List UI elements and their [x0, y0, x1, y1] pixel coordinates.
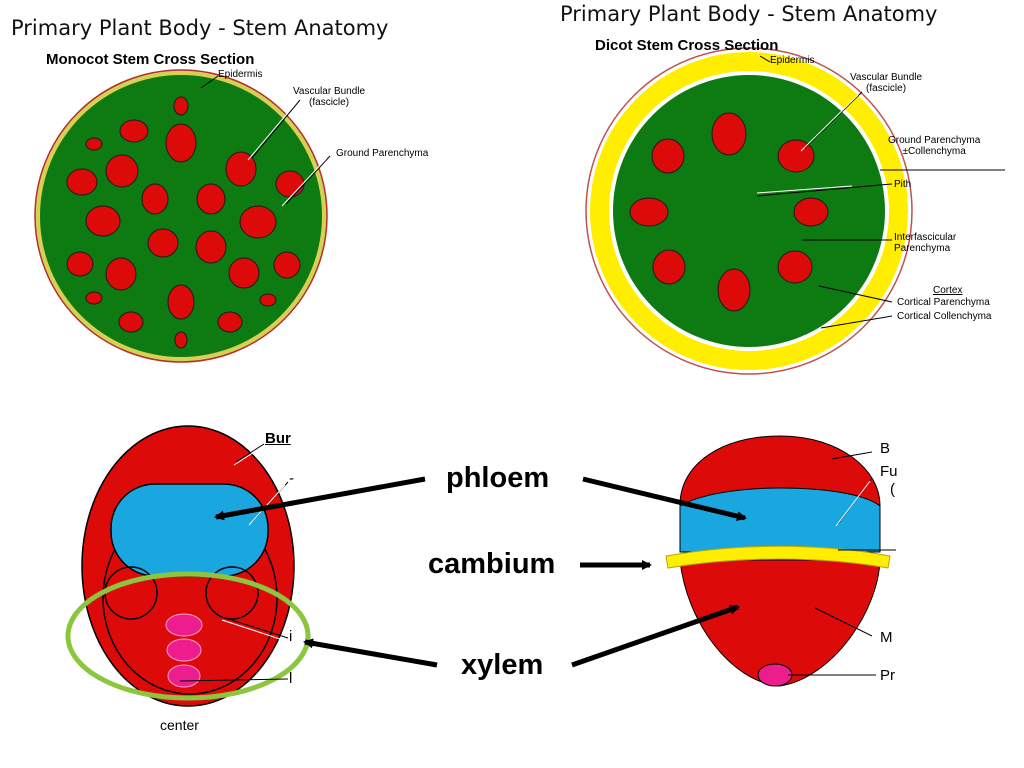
vascular-bundle	[239, 205, 277, 239]
right-bundle-label-b: B	[880, 440, 891, 457]
monocot-label-epidermis: Epidermis	[218, 69, 263, 80]
vascular-bundle	[174, 331, 188, 349]
dicot-title: Dicot Stem Cross Section	[595, 37, 779, 54]
protoxylem-cell	[165, 613, 203, 637]
dicot-leader-lines	[756, 55, 1005, 329]
phloem-arrow-right	[582, 476, 747, 521]
pointer-arrows	[214, 476, 747, 668]
xylem-arrow-right	[571, 604, 740, 668]
dicot-label-interfascicular: Interfascicular Parenchyma	[894, 232, 957, 254]
vascular-bundle	[651, 138, 685, 174]
right-bundle-label-pr: Pr	[880, 667, 895, 684]
vascular-bundle	[105, 154, 139, 188]
right-bundle-label-me: M	[880, 629, 893, 646]
xylem-highlight-ellipse	[65, 571, 311, 701]
monocot-bundle-closeup	[65, 425, 311, 707]
vascular-bundle	[652, 249, 686, 285]
phloem-label: phloem	[446, 462, 550, 494]
vascular-bundle	[167, 284, 195, 320]
xylem-label: xylem	[461, 649, 544, 681]
monocot-label-ground-parenchyma: Ground Parenchyma	[336, 148, 429, 159]
left-bundle-label-i: i	[289, 628, 293, 645]
dicot-label-epidermis: Epidermis	[770, 55, 815, 66]
xylem-arrow-left	[303, 638, 438, 668]
monocot-label-vascular-bundle: Vascular Bundle (fascicle)	[293, 86, 366, 108]
monocot-leader-lines	[200, 75, 331, 205]
vascular-bundle	[273, 251, 301, 279]
monocot-cross-section	[34, 69, 331, 363]
vascular-bundle	[85, 291, 103, 305]
vascular-bundle	[118, 311, 144, 333]
vascular-bundle	[717, 268, 751, 312]
vascular-bundle	[777, 250, 813, 284]
dicot-label-ground-parenchyma: Ground Parenchyma ±Collenchyma	[888, 135, 981, 157]
dicot-label-cortex: Cortex	[933, 285, 963, 296]
cambium-label: cambium	[428, 548, 556, 580]
left-bundle-label-l: l	[289, 670, 293, 687]
vascular-bundle	[275, 170, 305, 198]
dicot-bundle-closeup	[665, 435, 896, 687]
vascular-bundle	[141, 183, 169, 215]
slide-title-left: Primary Plant Body - Stem Anatomy	[11, 16, 389, 40]
vascular-bundle	[119, 119, 149, 143]
vascular-bundle	[195, 230, 227, 264]
vascular-bundle	[66, 168, 98, 196]
dicot-cross-section	[585, 47, 1005, 375]
vascular-bundle	[793, 197, 829, 227]
vascular-bundle	[105, 257, 137, 291]
vascular-bundle	[711, 112, 747, 156]
protoxylem-cell	[166, 638, 202, 662]
right-bundle-label-fu: Fu	[880, 463, 898, 480]
vascular-bundle	[629, 197, 669, 227]
phloem-arrow-left	[214, 476, 426, 521]
left-bundle-label-right-top: -	[289, 470, 294, 487]
vascular-bundle	[165, 123, 197, 163]
phloem-region	[679, 487, 881, 553]
vascular-bundle	[85, 137, 103, 151]
protoxylem-cell	[757, 663, 793, 687]
dicot-label-pith: Pith	[894, 179, 912, 190]
dicot-label-cortical-parenchyma: Cortical Parenchyma	[897, 297, 990, 308]
protoxylem-cell	[167, 664, 201, 688]
vascular-cambium	[665, 545, 891, 569]
vascular-bundle	[147, 228, 179, 258]
vascular-bundle	[217, 311, 243, 333]
vascular-bundle	[66, 251, 94, 277]
slide-title-right: Primary Plant Body - Stem Anatomy	[560, 2, 938, 26]
monocot-vascular-bundles	[66, 96, 305, 349]
dicot-label-cortical-collenchyma: Cortical Collenchyma	[897, 311, 992, 322]
monocot-title: Monocot Stem Cross Section	[46, 51, 255, 68]
left-bundle-label-center: center	[160, 717, 199, 733]
vascular-bundle	[85, 205, 121, 237]
vascular-bundle	[228, 257, 260, 289]
vascular-bundle	[259, 293, 277, 307]
phloem-cap	[679, 435, 881, 506]
vascular-bundle	[196, 183, 226, 215]
phloem-region	[110, 483, 269, 577]
vascular-bundle	[225, 151, 257, 187]
right-bundle-label-paren: (	[890, 481, 895, 498]
vascular-bundle	[173, 96, 189, 116]
left-bundle-label-top: Bur	[265, 430, 291, 447]
dicot-label-vascular-bundle: Vascular Bundle (fascicle)	[850, 72, 923, 94]
metaxylem-vessel	[205, 566, 259, 620]
